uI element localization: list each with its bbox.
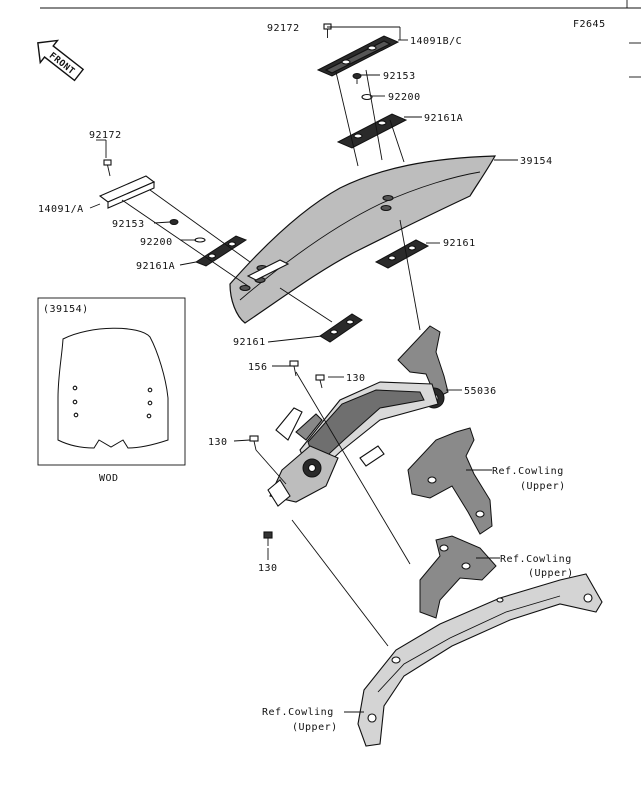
bolt-92172-left (103, 159, 112, 177)
callout-92153-left: 92153 (112, 219, 145, 230)
inset-frame (37, 297, 186, 466)
bolt-156 (289, 360, 299, 377)
plate-upper-left (246, 259, 290, 281)
callout-92161a-left: 92161A (136, 261, 175, 272)
callout-92161-right: 92161 (443, 238, 476, 249)
callout-92172-top: 92172 (267, 23, 300, 34)
callout-92200-top: 92200 (388, 92, 421, 103)
callout-14091a: 14091/A (38, 204, 84, 215)
ref-cowling-2-line1: Ref.Cowling (500, 554, 572, 565)
cowling-bracket-2 (419, 535, 497, 619)
callout-92200-left: 92200 (140, 237, 173, 248)
bolt-130-b (249, 435, 259, 451)
inset-title: (39154) (43, 304, 89, 315)
bracket-14091a (98, 175, 156, 209)
ref-cowling-1-line2: (Upper) (520, 481, 566, 492)
callout-92161-low: 92161 (233, 337, 266, 348)
bracket-14091bc (316, 35, 400, 77)
bolt-130-a (315, 374, 325, 389)
ref-cowling-1-line1: Ref.Cowling (492, 466, 564, 477)
bolt-130-c (263, 531, 273, 546)
windshield-outline (57, 327, 169, 449)
ref-cowling-3-line1: Ref.Cowling (262, 707, 334, 718)
mount-frame-55036 (267, 325, 449, 507)
bolt-92172-top (323, 23, 332, 38)
windshield-39154 (229, 155, 497, 324)
plate-92161-right (374, 239, 430, 269)
cowling-bracket-1 (407, 427, 493, 535)
callout-130-b: 130 (208, 437, 228, 448)
callout-156: 156 (248, 362, 268, 373)
plate-92161-low (319, 313, 363, 343)
ref-cowling-2-line2: (Upper) (528, 568, 574, 579)
washer-92200-left (194, 237, 206, 243)
washer-92200-top (361, 93, 373, 101)
nut-92153-top (352, 73, 362, 84)
nut-92153-left (169, 219, 179, 225)
plate-92161a-top (336, 113, 408, 149)
callout-92153-top: 92153 (383, 71, 416, 82)
front-arrow-icon: FRONT (37, 39, 85, 82)
callout-39154: 39154 (520, 156, 553, 167)
callout-130-a: 130 (346, 373, 366, 384)
callout-92161a-top: 92161A (424, 113, 463, 124)
callout-55036: 55036 (464, 386, 497, 397)
callout-14091bc: 14091B/C (410, 36, 462, 47)
lower-subframe (357, 573, 603, 747)
ref-cowling-3-line2: (Upper) (292, 722, 338, 733)
page-code: F2645 (573, 19, 606, 30)
inset-box: (39154) WOD (37, 297, 186, 484)
inset-caption: WOD (99, 473, 119, 484)
callout-92172-left: 92172 (89, 130, 122, 141)
callout-130-c: 130 (258, 563, 278, 574)
